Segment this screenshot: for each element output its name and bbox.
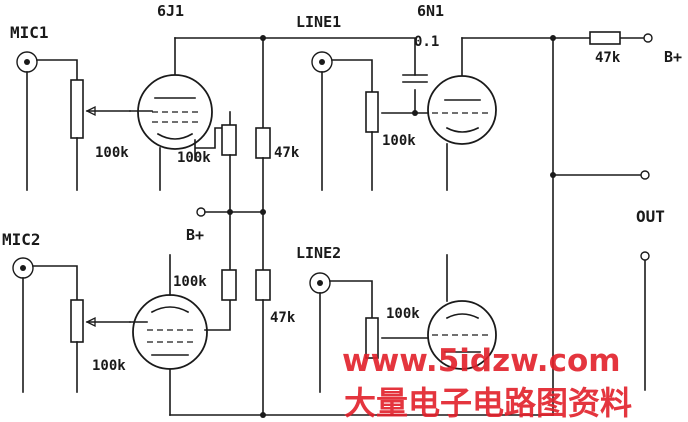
b-plus-node bbox=[196, 35, 266, 217]
plate-resistor-2-label: 100k bbox=[173, 274, 207, 290]
watermark-url: www.5idzw.com bbox=[342, 343, 621, 379]
mic1-label: MIC1 bbox=[10, 23, 49, 42]
output-resistor-label: 47k bbox=[595, 50, 621, 66]
out-terminal-2[interactable] bbox=[640, 251, 650, 261]
line2-label: LINE2 bbox=[296, 244, 341, 262]
line2-input bbox=[309, 272, 431, 393]
mic2-input bbox=[12, 257, 131, 393]
tube-6j1-label: 6J1 bbox=[157, 2, 184, 20]
divider-resistor-1 bbox=[255, 37, 271, 271]
line2-pot bbox=[365, 317, 379, 359]
tube-6n1-label: 6N1 bbox=[417, 2, 444, 20]
mic2-label: MIC2 bbox=[2, 230, 41, 249]
line1-input bbox=[311, 51, 431, 191]
b-plus-top-terminal[interactable] bbox=[643, 33, 653, 43]
divider-resistor-2-label: 47k bbox=[270, 310, 296, 326]
coupling-capacitor bbox=[402, 74, 428, 83]
watermark-chinese: 大量电子电路图资料 bbox=[344, 384, 632, 422]
watermark: www.5idzw.com 大量电子电路图资料 bbox=[342, 343, 632, 422]
divider-resistor-2 bbox=[255, 269, 271, 416]
tube-bottom-left-envelope bbox=[132, 294, 208, 370]
tube-6n1-top bbox=[427, 75, 497, 191]
output-resistor bbox=[550, 31, 653, 45]
tube-6j1 bbox=[129, 74, 231, 191]
mic2-pot-label: 100k bbox=[92, 358, 126, 374]
capacitor-label: 0.1 bbox=[414, 34, 439, 50]
mic1-input bbox=[16, 51, 131, 191]
plate-resistor-1 bbox=[221, 111, 237, 271]
out-terminal-1[interactable] bbox=[640, 170, 650, 180]
plate-resistor-2 bbox=[221, 269, 237, 301]
plate-resistor-1-label: 100k bbox=[177, 150, 211, 166]
line1-pot-label: 100k bbox=[382, 133, 416, 149]
line2-pot-label: 100k bbox=[386, 306, 420, 322]
output-terminals bbox=[550, 170, 650, 261]
top-rail-wires bbox=[174, 37, 649, 416]
out-label: OUT bbox=[636, 207, 665, 226]
line1-pot bbox=[365, 91, 379, 133]
tube-6n1-bottom bbox=[427, 254, 497, 370]
mic1-pot-label: 100k bbox=[95, 145, 129, 161]
line1-label: LINE1 bbox=[296, 13, 341, 31]
bottom-rail bbox=[169, 412, 554, 418]
divider-resistor-1-label: 47k bbox=[274, 145, 300, 161]
component-labels: MIC1 6J1 LINE1 6N1 0.1 47k B+ 100k 100k … bbox=[2, 2, 682, 374]
b-plus-terminal[interactable] bbox=[196, 207, 206, 217]
b-plus-mid-label: B+ bbox=[186, 226, 204, 244]
mic1-pot bbox=[70, 79, 84, 139]
b-plus-top-label: B+ bbox=[664, 48, 682, 66]
mic2-pot bbox=[70, 299, 84, 343]
tube-6n1-top-envelope bbox=[427, 75, 497, 145]
tube-6j1-bottom bbox=[129, 254, 231, 416]
